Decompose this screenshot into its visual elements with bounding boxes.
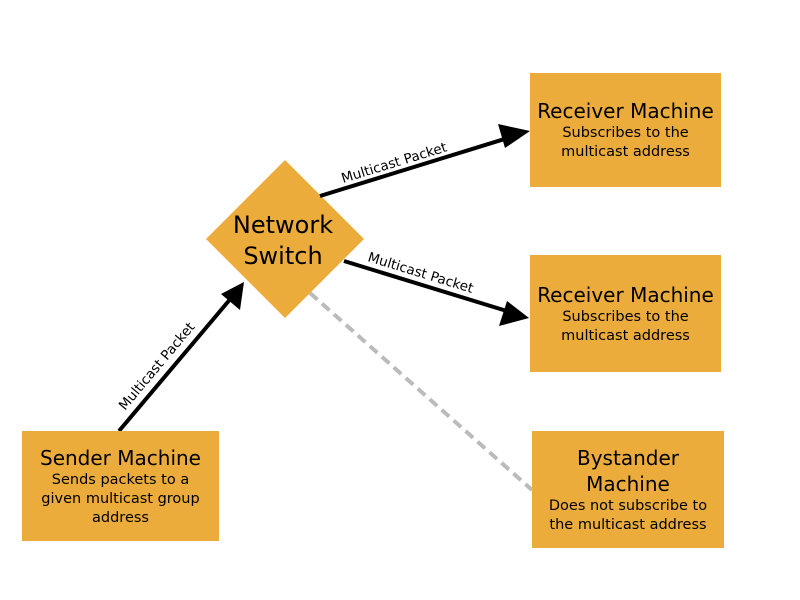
network-switch-diamond bbox=[206, 160, 364, 318]
sender-machine-desc-line2: given multicast group bbox=[41, 490, 200, 507]
network-switch-label: Network Switch bbox=[203, 210, 363, 272]
sender-machine-desc-line1: Sends packets to a bbox=[51, 471, 190, 488]
receiver-machine-2-title: Receiver Machine bbox=[537, 282, 714, 307]
bystander-machine-desc-line1: Does not subscribe to bbox=[548, 497, 708, 514]
network-switch-label-line2: Switch bbox=[243, 242, 323, 270]
switch-to-receiver1-arrow bbox=[319, 124, 530, 198]
receiver-machine-1-title: Receiver Machine bbox=[537, 99, 714, 123]
network-switch-label-line1: Network bbox=[232, 211, 334, 239]
sender-machine-node: Sender Machine Sends packets to a given … bbox=[22, 431, 219, 541]
receiver-machine-1-desc-line1: Subscribes to the bbox=[562, 125, 689, 141]
receiver-machine-2-desc-line2: multicast address bbox=[561, 327, 690, 344]
receiver-machine-1-desc-line2: multicast address bbox=[561, 144, 690, 160]
receiver-machine-2-node: Receiver Machine Subscribes to the multi… bbox=[530, 255, 721, 372]
edge-label-sender-switch: Multicast Packet bbox=[116, 319, 199, 413]
sender-machine-desc-line3: address bbox=[92, 509, 149, 526]
bystander-machine-title-line1: Bystander bbox=[577, 445, 679, 470]
receiver-machine-1-node: Receiver Machine Subscribes to the multi… bbox=[530, 73, 721, 187]
receiver-machine-2-desc-line1: Subscribes to the bbox=[562, 308, 689, 325]
bystander-dashed-line bbox=[308, 291, 534, 492]
switch-to-receiver2-arrow bbox=[343, 259, 529, 326]
bystander-machine-desc-line2: the multicast address bbox=[549, 516, 707, 533]
sender-to-switch-arrow bbox=[117, 282, 244, 433]
sender-machine-title: Sender Machine bbox=[40, 445, 201, 470]
bystander-machine-node: Bystander Machine Does not subscribe to … bbox=[532, 431, 724, 548]
bystander-machine-title-line2: Machine bbox=[586, 471, 670, 496]
